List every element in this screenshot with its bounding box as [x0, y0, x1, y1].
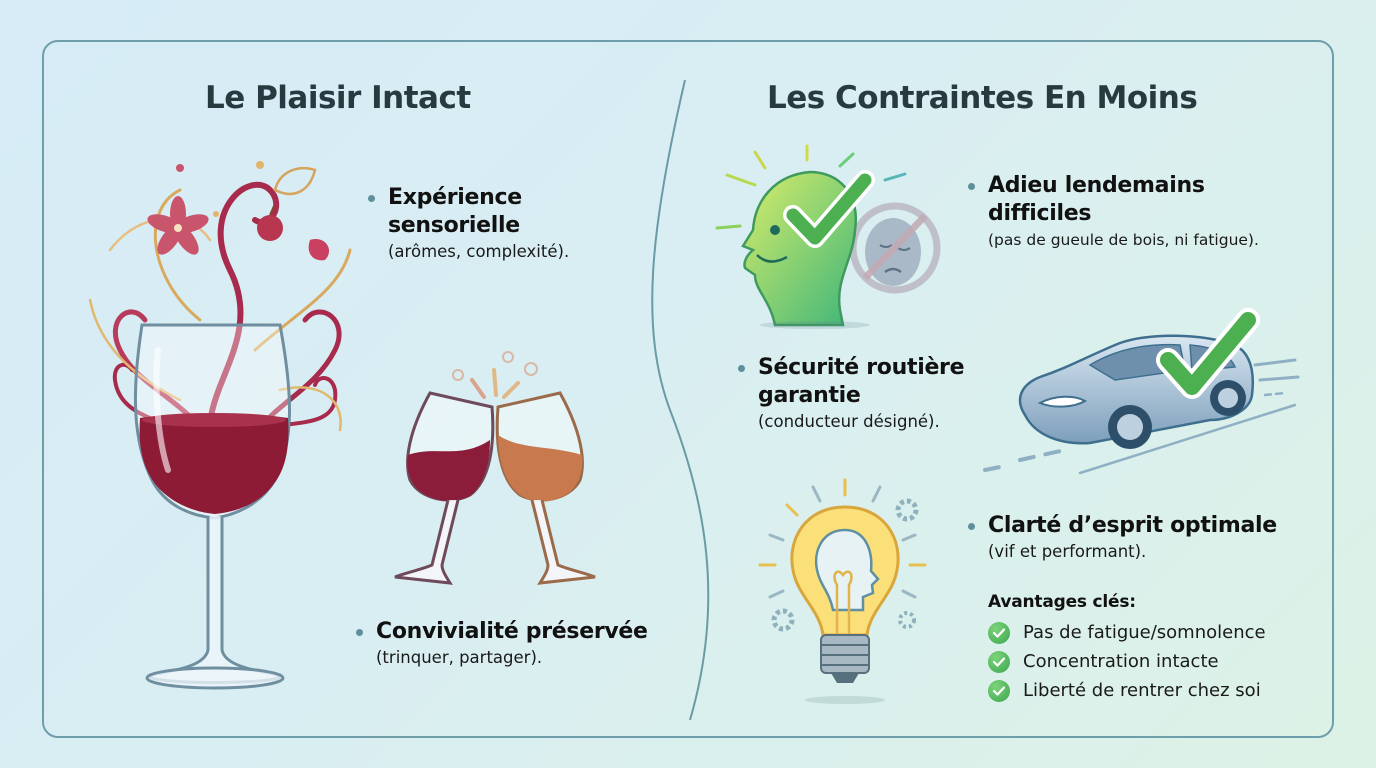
happy-head-check-icon: [715, 144, 941, 329]
item-mental-clarity: Clarté d’esprit optimale (vif et perform…: [968, 512, 1277, 564]
check-circle-icon: [988, 679, 1010, 702]
check-circle-icon: [988, 621, 1010, 644]
item-detail: (trinquer, partager).: [376, 648, 543, 667]
benefit-item: Pas de fatigue/somnolence: [988, 618, 1266, 647]
bullet-icon: [968, 523, 975, 530]
wine-glass-aromas-icon: [88, 161, 352, 690]
item-road-safety: Sécurité routière garantie (conducteur d…: [738, 354, 965, 434]
clinking-glasses-icon: [394, 351, 596, 585]
item-no-hangover: Adieu lendemains difficiles (pas de gueu…: [968, 172, 1259, 252]
section-divider: [651, 80, 710, 721]
benefit-item: Liberté de rentrer chez soi: [988, 676, 1266, 705]
bullet-icon: [738, 365, 745, 372]
benefit-item: Concentration intacte: [988, 647, 1266, 676]
check-circle-icon: [988, 650, 1010, 673]
item-detail: (arômes, complexité).: [388, 242, 570, 261]
item-detail: (pas de gueule de bois, ni fatigue).: [988, 231, 1259, 249]
item-detail: (conducteur désigné).: [758, 412, 940, 431]
item-heading: Clarté d’esprit optimale: [968, 512, 1277, 540]
item-sensory-experience: Expérience sensorielle (arômes, complexi…: [368, 184, 569, 264]
bullet-icon: [968, 183, 975, 190]
item-heading: Adieu lendemains difficiles: [968, 172, 1259, 228]
bullet-icon: [356, 629, 363, 636]
item-conviviality: Convivialité préservée (trinquer, partag…: [356, 618, 648, 670]
key-benefits: Avantages clés: Pas de fatigue/somnolenc…: [988, 592, 1266, 705]
car-check-icon: [983, 308, 1300, 475]
item-detail: (vif et performant).: [988, 542, 1147, 561]
right-section-title: Les Contraintes En Moins: [767, 80, 1198, 116]
content-panel: [42, 40, 1334, 738]
item-heading: Sécurité routière garantie: [738, 354, 965, 410]
lightbulb-head-icon: [758, 478, 927, 704]
bullet-icon: [368, 195, 375, 202]
item-heading: Expérience sensorielle: [368, 184, 569, 240]
key-benefits-label: Avantages clés:: [988, 592, 1136, 612]
left-section-title: Le Plaisir Intact: [205, 80, 471, 116]
item-heading: Convivialité préservée: [356, 618, 648, 646]
